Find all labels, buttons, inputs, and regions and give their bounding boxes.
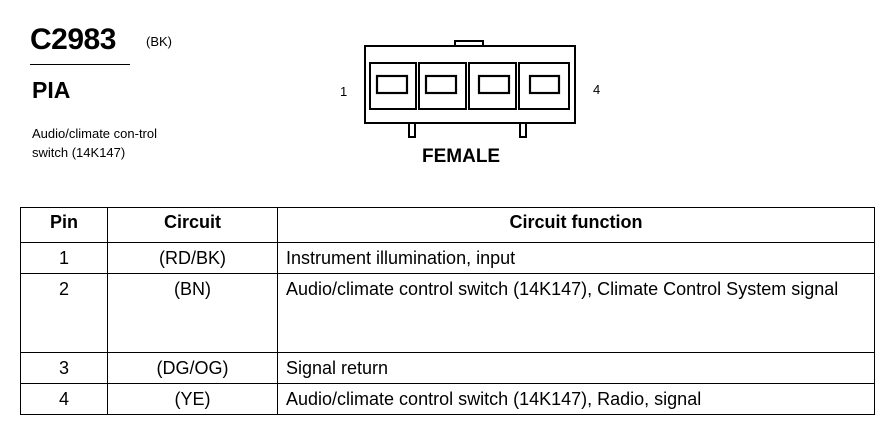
table-row: 3 (DG/OG) Signal return [20, 352, 875, 384]
pinout-table: Pin Circuit Circuit function 1 (RD/BK) I… [20, 207, 875, 415]
cell-pin: 4 [20, 383, 108, 415]
connector-gender: FEMALE [422, 146, 501, 167]
cell-function: Signal return [277, 352, 875, 384]
header-circuit: Circuit [107, 207, 278, 243]
table-row: 4 (YE) Audio/climate control switch (14K… [20, 383, 875, 415]
cell-circuit: (DG/OG) [107, 352, 278, 384]
cell-pin: 1 [20, 242, 108, 274]
pin-cavity-1 [369, 62, 417, 110]
pin-cavity-2 [418, 62, 467, 110]
pin-number-first: 1 [340, 84, 348, 99]
harness-name: PIA [32, 77, 71, 103]
cell-function: Audio/climate control switch (14K147), R… [277, 383, 875, 415]
table-row: 1 (RD/BK) Instrument illumination, input [20, 242, 875, 274]
connector-color: (BK) [146, 34, 172, 49]
connector-face-drawing [364, 40, 576, 138]
pin-number-last: 4 [593, 82, 601, 97]
cell-pin: 2 [20, 273, 108, 353]
connector-key-right [519, 122, 527, 138]
header-pin: Pin [20, 207, 108, 243]
cell-function: Audio/climate control switch (14K147), C… [277, 273, 875, 353]
header-circuit-function: Circuit function [277, 207, 875, 243]
title-underline [30, 64, 130, 65]
cell-circuit: (YE) [107, 383, 278, 415]
table-row: 2 (BN) Audio/climate control switch (14K… [20, 273, 875, 353]
pin-cavity-3 [468, 62, 517, 110]
cell-circuit: (BN) [107, 273, 278, 353]
cell-pin: 3 [20, 352, 108, 384]
cell-circuit: (RD/BK) [107, 242, 278, 274]
component-description: Audio/climate con-trol switch (14K147) [32, 126, 157, 160]
connector-id: C2983 [30, 23, 116, 56]
table-header-row: Pin Circuit Circuit function [20, 207, 875, 243]
cell-function: Instrument illumination, input [277, 242, 875, 274]
connector-key-left [408, 122, 416, 138]
pin-cavity-4 [518, 62, 570, 110]
